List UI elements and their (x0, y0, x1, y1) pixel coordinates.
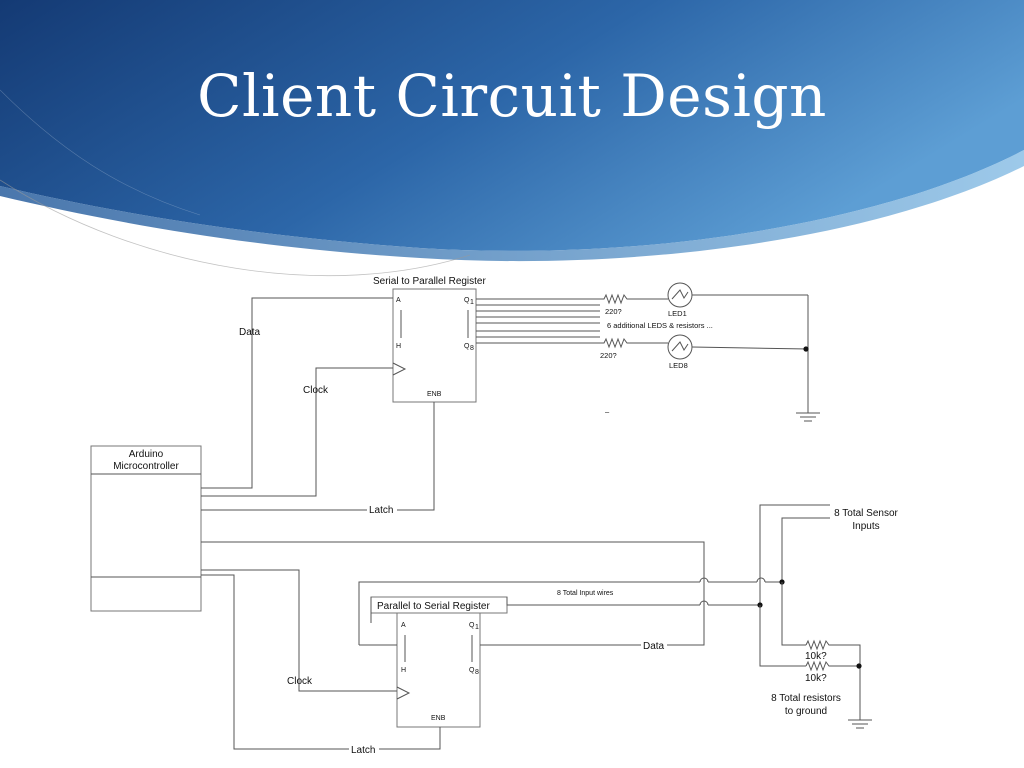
arduino-microcontroller: Arduino Microcontroller (90, 445, 202, 612)
bottom-register-pin-enb: ENB (431, 715, 446, 722)
led1-label: LED1 (668, 309, 687, 318)
top-resistor-1-label: 220? (605, 307, 622, 316)
top-register-pin-q8-sub: 8 (470, 345, 474, 352)
sensor-input-network: 8 Total Sensor Inputs 10k? 10k? 8 Total … (757, 504, 899, 729)
bottom-register-pin-a: A (401, 622, 406, 629)
stray-mark: – (605, 407, 610, 416)
top-resistor-8-label: 220? (600, 351, 617, 360)
bottom-register-pin-q8: Q (469, 667, 475, 674)
arduino-label-line2: Microcontroller (113, 461, 179, 472)
top-register-pin-enb: ENB (427, 391, 442, 398)
ground-label-line2: to ground (785, 706, 827, 717)
sensor-label-line2: Inputs (852, 521, 879, 532)
clock-top-label: Clock (303, 385, 329, 396)
serial-to-parallel-register: Serial to Parallel Register A H Q 1 Q 8 … (373, 276, 486, 403)
bottom-control-wires: 8 Total Input wires Clock Latch Data (201, 541, 782, 756)
input-wires-label: 8 Total Input wires (557, 590, 614, 597)
bottom-resistor-1-label: 10k? (805, 651, 827, 662)
data-bottom-label: Data (643, 641, 665, 652)
sensor-label-line1: 8 Total Sensor (834, 508, 898, 519)
latch-top-label: Latch (369, 505, 393, 516)
clock-bottom-label: Clock (287, 676, 313, 687)
slide-title: Client Circuit Design (197, 62, 827, 130)
bottom-register-pin-q8-sub: 8 (475, 669, 479, 676)
top-register-pin-q1-sub: 1 (470, 299, 474, 306)
bottom-resistor-2-label: 10k? (805, 673, 827, 684)
data-top-label: Data (239, 327, 261, 338)
bottom-register-title: Parallel to Serial Register (377, 601, 490, 612)
arduino-label-line1: Arduino (129, 449, 164, 460)
top-register-pin-a: A (396, 297, 401, 304)
top-register-pin-q8: Q (464, 343, 470, 350)
top-register-pin-h: H (396, 343, 401, 350)
additional-leds-label: 6 additional LEDS & resistors ... (607, 321, 713, 330)
parallel-to-serial-register: Parallel to Serial Register A H Q 1 Q 8 … (370, 596, 508, 728)
bottom-register-pin-h: H (401, 667, 406, 674)
latch-bottom-label: Latch (351, 745, 375, 756)
top-control-wires: Data Clock Latch (201, 297, 435, 516)
top-output-wires: 220? 220? LED1 LED8 6 additional LEDS & … (476, 282, 820, 422)
ground-label-line1: 8 Total resistors (771, 693, 841, 704)
bottom-register-pin-q1: Q (469, 622, 475, 629)
bottom-register-pin-q1-sub: 1 (475, 624, 479, 631)
led8-label: LED8 (669, 361, 688, 370)
top-register-title: Serial to Parallel Register (373, 276, 486, 287)
top-register-pin-q1: Q (464, 297, 470, 304)
